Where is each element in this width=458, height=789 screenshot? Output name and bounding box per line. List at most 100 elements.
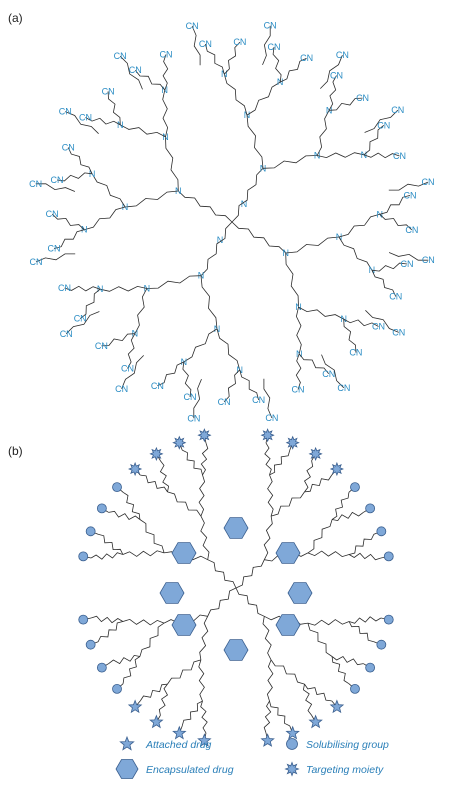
legend-targeting-moiety-label: Targeting moiety: [306, 764, 384, 776]
bond: [91, 173, 126, 208]
solubilising-group-icon: [376, 639, 387, 650]
panel-a-label: (a): [8, 11, 23, 25]
nitrile-group-label: CN: [233, 37, 246, 47]
bond: [269, 449, 291, 476]
bond: [108, 654, 140, 665]
legend-circle-icon: [286, 738, 298, 750]
nitrile-group-label: CN: [121, 364, 134, 374]
bond: [304, 683, 332, 702]
bond: [307, 622, 333, 657]
encapsulated-drug-icon: [159, 582, 185, 604]
nitrile-group-label: CN: [95, 341, 108, 351]
bond: [223, 74, 248, 116]
attached-drug-icon: [197, 733, 212, 747]
bond: [231, 221, 286, 254]
solubilising-group-icon: [112, 683, 122, 694]
bond: [85, 117, 121, 126]
bond: [246, 115, 264, 169]
nitrile-group-label: CN: [50, 175, 63, 185]
nitrogen-atom-label: N: [162, 85, 169, 95]
bond: [64, 285, 101, 292]
bond: [90, 615, 124, 624]
solubilising-group-icon: [350, 683, 360, 694]
solubilising-group-icon: [85, 526, 96, 537]
bond: [267, 474, 274, 517]
nitrile-group-label: CN: [46, 209, 59, 219]
nitrile-group-label: CN: [330, 70, 343, 80]
nitrile-group-label: CN: [422, 255, 435, 265]
bond: [134, 69, 166, 91]
encapsulated-drug-icon: [275, 542, 301, 564]
nitrile-group-label: CN: [252, 395, 265, 405]
bond: [329, 97, 363, 111]
bond: [223, 369, 240, 403]
nitrile-group-label: CN: [183, 392, 196, 402]
nitrile-group-label: CN: [30, 257, 43, 267]
bond: [364, 109, 399, 133]
bond: [263, 378, 273, 419]
attached-drug-icon: [285, 725, 300, 740]
attached-drug-icon: [172, 725, 187, 740]
bond: [97, 621, 124, 642]
nitrile-group-label: CN: [404, 190, 417, 200]
legend-encapsulated-drug-label: Encapsulated drug: [146, 764, 234, 776]
solubilising-group-icon: [383, 614, 394, 625]
encapsulated-drug-icon: [287, 582, 313, 604]
bond: [331, 655, 364, 666]
bond: [84, 206, 126, 231]
bond: [307, 550, 350, 558]
bond: [79, 288, 101, 320]
bond: [379, 214, 413, 231]
bond: [266, 659, 274, 702]
nitrile-group-label: CN: [337, 383, 350, 393]
targeting-moiety-icon: [172, 435, 187, 450]
solubilising-group-icon: [78, 614, 89, 625]
bond: [302, 684, 313, 716]
bond: [307, 619, 350, 626]
bond: [363, 124, 385, 156]
hexagon-icon: [115, 759, 139, 779]
nitrogen-atom-label: N: [241, 199, 248, 209]
bond: [122, 550, 165, 557]
legend: Attached drug Encapsulated drug Solubili…: [115, 735, 389, 779]
nitrile-group-label: CN: [59, 107, 72, 117]
bond: [200, 442, 209, 476]
bond: [51, 213, 85, 230]
nitrile-group-label: CN: [115, 384, 128, 394]
bond: [388, 252, 429, 261]
nitrile-group-label: CN: [405, 225, 418, 235]
bond: [269, 700, 290, 727]
bond: [122, 491, 141, 520]
bond: [262, 155, 318, 169]
bond: [280, 57, 307, 83]
nitrile-group-label: CN: [322, 369, 335, 379]
bond: [348, 534, 375, 555]
bond: [371, 262, 408, 272]
bond: [125, 190, 179, 208]
nitrile-group-label: CN: [372, 322, 385, 332]
bond: [121, 355, 144, 389]
legend-solubilising-group-label: Solubilising group: [306, 739, 389, 751]
nitrile-group-label: CN: [349, 348, 362, 358]
bond: [35, 253, 76, 263]
bond: [101, 333, 135, 347]
bond: [157, 361, 184, 387]
bond: [298, 353, 330, 375]
bond: [65, 111, 99, 134]
solubilising-group-icon: [112, 482, 122, 493]
bond: [338, 213, 380, 238]
bond: [224, 41, 241, 75]
attached-drug-icon: [260, 733, 275, 747]
bond: [285, 252, 299, 308]
solubilising-group-icon: [96, 662, 107, 673]
bond: [262, 25, 271, 66]
star-icon: [119, 735, 135, 751]
solubilising-group-icon: [376, 526, 387, 537]
nitrogen-atom-label: N: [340, 314, 347, 324]
nitrile-group-label: CN: [199, 39, 212, 49]
nitrile-group-label: CN: [114, 51, 127, 61]
bond: [165, 136, 179, 192]
solubilising-group-icon: [85, 639, 96, 650]
bond: [139, 683, 168, 702]
bond: [263, 700, 272, 734]
